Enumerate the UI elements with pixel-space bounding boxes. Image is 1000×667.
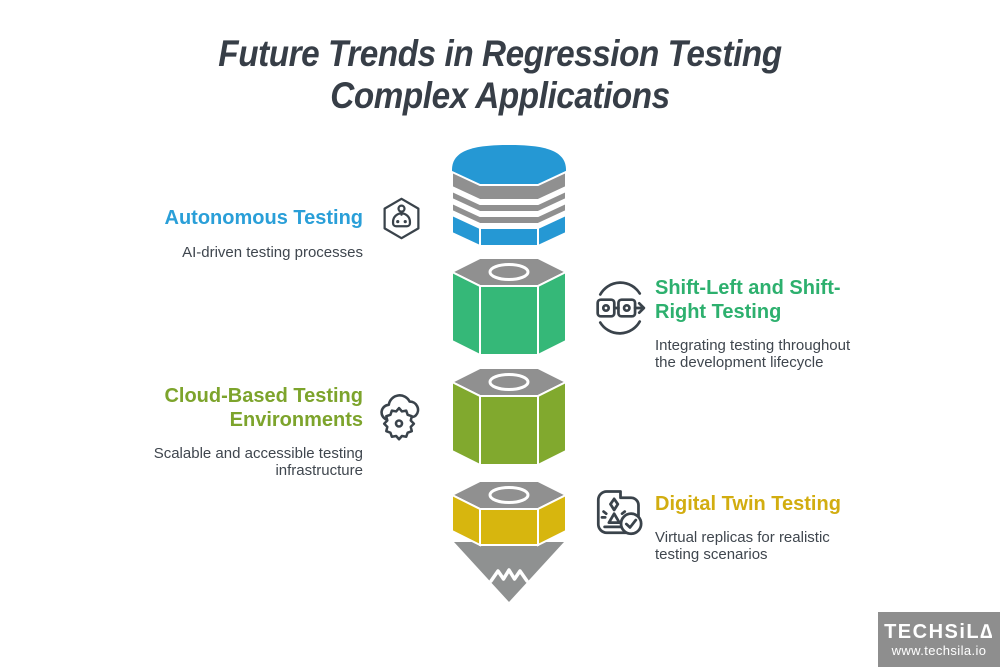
item-heading: Autonomous Testing [164,207,364,229]
pencil-eraser-cap [452,145,566,187]
cloud-gear-icon [376,390,428,442]
pencil-tip-cone [454,542,564,602]
footer-brand-block: TECHSiL∆ www.techsila.io [878,612,1000,667]
pencil-segment-yellow [449,480,569,547]
pencil-ferrule-band [451,170,567,201]
brand-logo-text: TECHSiL∆ [884,621,994,643]
item-autonomous-testing: Autonomous Testing AI-driven testing pro… [133,206,364,261]
item-description: Scalable and accessible testing infrastr… [153,445,363,479]
pencil-ferrule-band [451,201,567,225]
item-heading: Digital Twin Testing [655,493,841,515]
item-digital-twin-testing: Digital Twin Testing Virtual replicas fo… [655,492,867,563]
robot-hexagon-icon [379,196,424,241]
pencil-ferrule-band [451,189,567,213]
pencil-tip-crack [489,568,529,583]
digital-twin-check-icon [593,483,648,538]
page-title: Future Trends in Regression Testing Comp… [50,33,950,117]
shift-cycle-icon [593,281,647,335]
item-description: Integrating testing throughout the devel… [655,337,851,371]
page-title-line1: Future Trends in Regression Testing [218,33,782,74]
pencil-funnel-graphic [449,145,569,602]
pencil-segment-green [449,257,569,357]
brand-website: www.techsila.io [891,643,987,658]
pencil-segment-olive [449,367,569,467]
pencil-segment-blue [451,213,567,248]
item-description: AI-driven testing processes [182,244,363,261]
page-title-line2: Complex Applications [330,75,670,116]
item-cloud-based-testing: Cloud-Based Testing Environments Scalabl… [153,384,363,479]
item-description: Virtual replicas for realistic testing s… [655,529,830,563]
item-heading: Shift-Left and Shift-Right Testing [655,277,841,323]
item-heading: Cloud-Based Testing Environments [164,385,363,431]
item-shift-left-right-testing: Shift-Left and Shift-Right Testing Integ… [655,276,867,371]
